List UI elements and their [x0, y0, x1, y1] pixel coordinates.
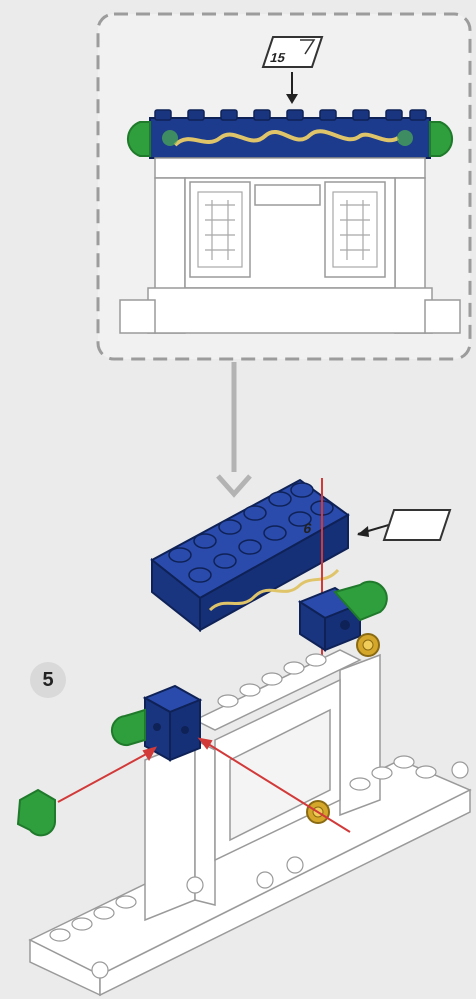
gray-connector-arrow: [218, 362, 250, 494]
loose-green-cap: [18, 790, 55, 835]
right-blue-brick-with-cap: [300, 582, 387, 656]
preview-blue-brick: [150, 110, 430, 158]
gold-pin-right: [357, 634, 379, 656]
white-gate-base: [30, 650, 470, 995]
sheet-callout-top: 15: [263, 37, 322, 67]
left-blue-brick-with-cap: [112, 686, 200, 760]
step-number-badge: 5: [30, 662, 66, 698]
gate-preview: [120, 110, 460, 333]
